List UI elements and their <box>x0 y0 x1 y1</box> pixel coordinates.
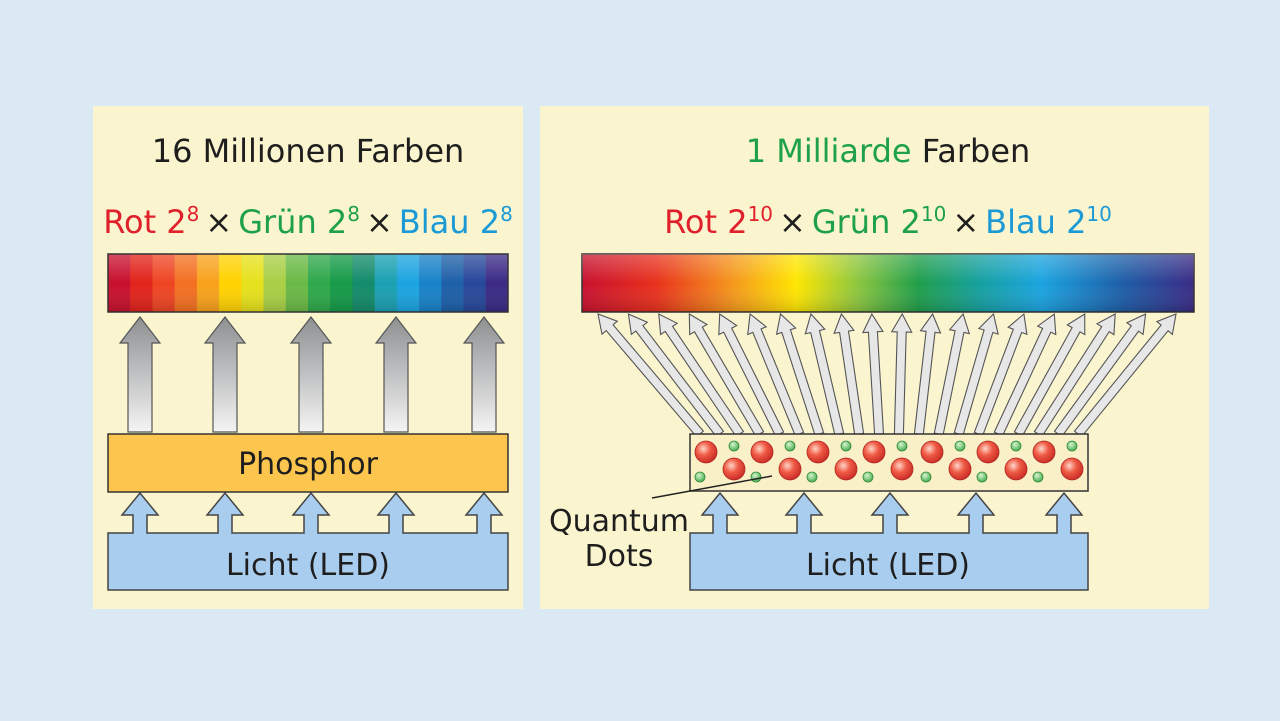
red-quantum-dot <box>862 440 886 464</box>
red-quantum-dot <box>1060 457 1084 481</box>
quantum-dots <box>694 440 1084 483</box>
fan-arrow <box>973 312 1028 437</box>
green-quantum-dot <box>896 440 908 452</box>
fan-arrow <box>861 312 885 435</box>
fan-arrow <box>890 312 913 435</box>
fan-arrow <box>718 312 785 437</box>
green-quantum-dot <box>1032 471 1044 483</box>
right-formula-blue: Blau 2 <box>985 203 1086 241</box>
left-formula-red: Rot 2 <box>103 203 186 241</box>
green-quantum-dot <box>694 471 706 483</box>
quantum-dots-label-line2: Dots <box>585 539 654 574</box>
red-quantum-dot <box>834 457 858 481</box>
left-led-block <box>107 491 509 591</box>
red-quantum-dot <box>750 440 774 464</box>
left-formula-green-exp: 8 <box>347 202 360 226</box>
red-quantum-dot <box>890 457 914 481</box>
left-spectrum-outline <box>107 253 509 313</box>
fan-arrow <box>1033 313 1116 438</box>
fan-arrow <box>833 312 865 436</box>
left-formula-red-exp: 8 <box>187 202 200 226</box>
light-arrow <box>289 316 333 433</box>
left-led-label: Licht (LED) <box>226 548 390 583</box>
red-quantum-dot <box>806 440 830 464</box>
fan-arrow <box>747 312 805 437</box>
fan-arrow <box>913 312 942 436</box>
left-formula-blue: Blau 2 <box>399 203 500 241</box>
red-quantum-dot <box>722 457 746 481</box>
green-quantum-dot <box>976 471 988 483</box>
right-led-label: Licht (LED) <box>806 548 970 583</box>
red-quantum-dot <box>920 440 944 464</box>
right-formula-green: Grün 2 <box>812 203 921 241</box>
left-formula-blue-exp: 8 <box>500 202 513 226</box>
quantum-dots-label-line1: Quantum <box>549 504 689 539</box>
right-spectrum-shade <box>582 254 1194 312</box>
light-arrow <box>203 316 247 433</box>
fan-arrow <box>933 312 971 436</box>
green-quantum-dot <box>1066 440 1078 452</box>
green-quantum-dot <box>954 440 966 452</box>
left-panel: 16 Millionen Farben Rot 28×Grün 28×Blau … <box>93 106 523 609</box>
right-title: 1 Milliarde Farben <box>746 132 1031 170</box>
right-title-highlight: 1 Milliarde <box>746 132 912 170</box>
left-formula-green: Grün 2 <box>238 203 347 241</box>
right-led-block <box>689 491 1089 591</box>
phosphor-layer <box>107 433 509 493</box>
left-formula-times-1: × <box>205 203 232 241</box>
red-quantum-dot <box>1004 457 1028 481</box>
fan-arrow <box>658 313 745 438</box>
phosphor-label: Phosphor <box>238 447 379 482</box>
right-formula: Rot 210×Grün 210×Blau 210 <box>664 202 1112 241</box>
right-formula-times-2: × <box>952 203 979 241</box>
left-phosphor-arrows <box>118 316 506 433</box>
fan-arrow <box>1053 313 1147 438</box>
left-formula: Rot 28×Grün 28×Blau 28 <box>103 202 513 241</box>
left-formula-times-2: × <box>366 203 393 241</box>
green-quantum-dot <box>750 471 762 483</box>
fan-arrow <box>953 312 999 436</box>
fan-arrow <box>1073 313 1177 438</box>
red-quantum-dot <box>948 457 972 481</box>
fan-arrow <box>627 313 725 438</box>
fan-arrow <box>993 312 1057 437</box>
light-arrow <box>374 316 418 433</box>
fan-arrow <box>804 312 845 436</box>
green-quantum-dot <box>862 471 874 483</box>
green-quantum-dot <box>840 440 852 452</box>
right-formula-blue-exp: 10 <box>1086 202 1111 226</box>
red-quantum-dot <box>976 440 1000 464</box>
quantum-dot-layer <box>689 433 1089 492</box>
quantum-dots-pointer <box>651 475 773 499</box>
green-quantum-dot <box>920 471 932 483</box>
right-formula-red: Rot 2 <box>664 203 747 241</box>
fan-arrow <box>775 312 825 437</box>
right-title-rest: Farben <box>912 132 1031 170</box>
green-quantum-dot <box>1010 440 1022 452</box>
fan-arrow <box>1013 313 1086 437</box>
red-quantum-dot <box>778 457 802 481</box>
red-quantum-dot <box>694 440 718 464</box>
fan-arrow <box>597 313 705 438</box>
green-quantum-dot <box>806 471 818 483</box>
green-quantum-dot <box>728 440 740 452</box>
green-quantum-dot <box>784 440 796 452</box>
light-arrow <box>462 316 506 433</box>
right-formula-red-exp: 10 <box>748 202 773 226</box>
right-quantum-dot-arrows <box>597 312 1177 438</box>
red-quantum-dot <box>1032 440 1056 464</box>
fan-arrow <box>688 313 765 438</box>
light-arrow <box>118 316 162 433</box>
right-panel: 1 Milliarde Farben Rot 210×Grün 210×Blau… <box>540 106 1209 609</box>
left-title: 16 Millionen Farben <box>152 132 465 170</box>
right-formula-times-1: × <box>779 203 806 241</box>
right-formula-green-exp: 10 <box>921 202 946 226</box>
